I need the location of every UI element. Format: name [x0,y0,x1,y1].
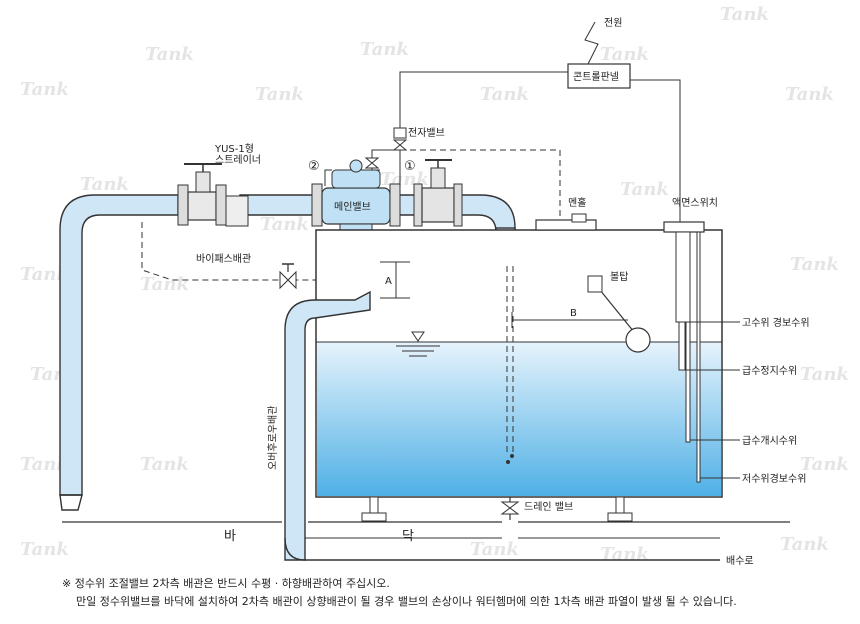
level-electrode [675,231,691,323]
watermark: Tank [785,84,834,105]
watermark: Tank [145,44,194,65]
floor-label-2: 닥 [402,529,414,544]
control-panel-box [567,63,631,89]
tank-supports [361,496,633,522]
supply-pipe [59,194,179,496]
dimension-a [380,261,410,299]
supply-start-level-label: 급수개시수위 [742,434,797,447]
number-1-label: ① [404,159,416,174]
watermark: Tank [600,44,649,65]
watermark: Tank [20,539,69,560]
dimension-a-label: A [385,276,392,287]
supply-stop-level-label: 급수정지수위 [742,364,797,377]
floor-label-1: 바 [224,529,236,544]
float-arm [599,289,635,333]
watermark: Tank [600,544,649,565]
level-electrode [685,321,691,443]
drain-valve-label: 드레인 밸브 [524,501,573,513]
level-leaders [685,321,740,479]
watermark: Tank [470,539,519,560]
watermark: Tank [20,264,69,285]
watermark: Tank [20,454,69,475]
power-bolt-icon [584,21,599,65]
pilot-tube [324,169,332,186]
low-level-alarm-label: 저수위경보수위 [742,472,806,485]
solenoid-valve [392,127,408,151]
manhole-label: 멘홀 [568,196,586,209]
watermark: Tank [780,534,829,555]
water-level-symbol [396,331,440,357]
strainer-label: 스트레이너 [215,154,261,166]
tank-water [317,342,721,496]
ball-tap-label: 볼탑 [610,271,628,283]
watermark: Tank [140,454,189,475]
drain-line-label: 배수로 [726,555,754,567]
control-panel-label: 콘트롤판넬 [573,71,619,83]
pilot-tube [371,149,401,185]
level-switch-label: 액면스위치 [672,196,718,209]
watermark: Tank [360,39,409,60]
watermark: Tank [720,4,769,25]
pilot-valve-icon [364,157,380,169]
watermark: Tank [140,274,189,295]
watermark: Tank [260,214,309,235]
floor [62,521,790,561]
watermark: Tank [800,364,849,385]
watermark: Tank [480,84,529,105]
watermark: Tank [800,454,849,475]
bypass-pipe-label: 바이패스배관 [196,253,251,265]
main-valve [311,159,401,233]
power-label: 전원 [604,17,622,29]
dimension-b [511,312,628,328]
strainer-model-label: YUS-1형 [214,143,254,155]
level-switch-housing [663,221,705,233]
level-electrode [696,231,701,483]
bypass-valve-icon [279,270,297,290]
high-level-alarm-label: 고수위 경보수위 [742,316,810,329]
dimension-b-label: B [570,308,577,319]
watermark-layer: Tank Tank Tank Tank Tank Tank Tank Tank … [20,4,849,565]
level-electrode [678,321,686,371]
watermark: Tank [20,79,69,100]
watermark: Tank [80,174,129,195]
solenoid-valve-label: 전자밸브 [408,127,445,139]
ball-tap [587,275,603,293]
overflow-pipe-label: 오버후로우배관 [267,406,279,470]
footnote-line-2: 만일 정수위밸브를 바닥에 설치하여 2차측 배관이 상향배관이 될 경우 밸브… [76,594,737,608]
watermark: Tank [620,179,669,200]
main-valve-label: 메인밸브 [334,201,371,213]
gate-valve [413,159,463,227]
footnote-line-1: ※ 정수위 조절밸브 2차측 배관은 반드시 수평 · 하향배관하여 주십시오. [62,576,390,590]
watermark: Tank [790,254,839,275]
manhole [535,219,597,231]
watermark: Tank [255,84,304,105]
drain-valve-icon [500,501,520,515]
control-wiring [399,21,681,222]
strainer [177,163,249,227]
number-2-label: ② [308,159,320,174]
ball-float [625,327,651,353]
overflow-pipe [284,290,371,561]
